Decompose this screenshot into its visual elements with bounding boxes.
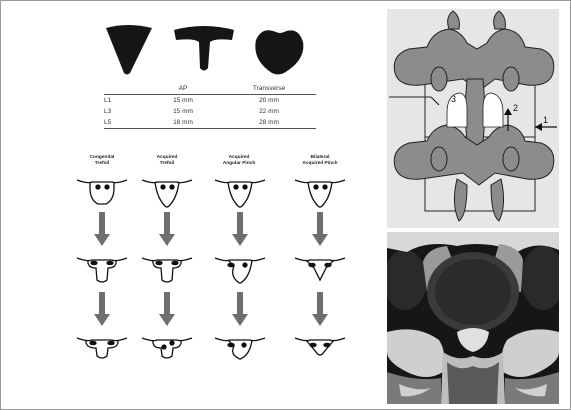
canal-diagram-acquired-trefoil-stage1 bbox=[142, 180, 192, 207]
canal-diagram-congenital-stage1 bbox=[77, 180, 127, 204]
arrow-down-icon bbox=[94, 212, 110, 246]
table-header-row: AP Transverse bbox=[104, 83, 316, 95]
canal-diagram-acquired-trefoil-stage2 bbox=[142, 258, 192, 282]
table-header-level bbox=[104, 83, 144, 95]
figure-label-1: 1 bbox=[543, 115, 548, 125]
canal-diagram-angular-pinch-stage2 bbox=[215, 258, 265, 283]
arrow-left-icon bbox=[535, 123, 542, 131]
canal-diagram-bilateral-pinch-stage3 bbox=[295, 338, 345, 355]
figure-label-2: 2 bbox=[513, 103, 518, 113]
trefoil-canal-shape bbox=[174, 26, 234, 71]
stenosis-progression-diagram bbox=[55, 172, 355, 372]
column-title-line2: Angular Pinch bbox=[204, 161, 274, 167]
arrow-down-icon bbox=[159, 212, 175, 246]
table-cell-ap: 15 mm bbox=[144, 106, 222, 117]
canal-diagram-bilateral-pinch-stage1 bbox=[295, 180, 345, 207]
mri-illustration bbox=[387, 232, 559, 404]
canal-diagram-acquired-trefoil-stage3 bbox=[142, 338, 192, 358]
table-cell-ap: 18 mm bbox=[144, 117, 222, 129]
canal-diagram-congenital-stage2 bbox=[77, 258, 127, 282]
column-title-line2: Trefoil bbox=[132, 161, 202, 167]
table-cell-transverse: 28 mm bbox=[222, 117, 316, 129]
table-row: L5 18 mm 28 mm bbox=[104, 117, 316, 129]
arrow-up-icon bbox=[504, 108, 512, 115]
table-cell-level: L3 bbox=[104, 106, 144, 117]
canal-diagram-angular-pinch-stage3 bbox=[215, 338, 265, 359]
column-title-bilateral-acquired-pinch: Bilateral Acquired Pinch bbox=[285, 155, 355, 167]
arrow-down-icon bbox=[159, 292, 175, 326]
column-title-line2: Trefoil bbox=[67, 161, 137, 167]
column-title-acquired-trefoil: Acquired Trefoil bbox=[132, 155, 202, 167]
rounded-canal-shape bbox=[255, 30, 303, 74]
table-cell-level: L1 bbox=[104, 95, 144, 107]
column-title-acquired-angular-pinch: Acquired Angular Pinch bbox=[204, 155, 274, 167]
canal-dimensions-table: AP Transverse L1 15 mm 20 mm L3 15 mm 22… bbox=[104, 83, 316, 129]
figure-label-3: 3 bbox=[451, 94, 456, 104]
triangular-canal-shape bbox=[106, 25, 152, 75]
arrow-down-icon bbox=[232, 212, 248, 246]
arrow-down-icon bbox=[232, 292, 248, 326]
canal-shape-silhouettes bbox=[100, 18, 310, 78]
table-row: L3 15 mm 22 mm bbox=[104, 106, 316, 117]
arrow-down-icon bbox=[312, 292, 328, 326]
arrow-down-icon bbox=[312, 212, 328, 246]
column-title-congenital-trefoil: Congenital Trefoil bbox=[67, 155, 137, 167]
arrow-down-icon bbox=[94, 292, 110, 326]
column-title-line2: Acquired Pinch bbox=[285, 161, 355, 167]
axial-mri-image bbox=[387, 232, 559, 404]
table-header-ap: AP bbox=[144, 83, 222, 95]
vertebra-schematic: 1 2 3 bbox=[387, 9, 559, 228]
table-cell-transverse: 20 mm bbox=[222, 95, 316, 107]
table-cell-ap: 15 mm bbox=[144, 95, 222, 107]
vertebra-schematic-panel: 1 2 3 bbox=[387, 9, 559, 228]
canal-diagram-angular-pinch-stage1 bbox=[215, 180, 265, 207]
table-cell-level: L5 bbox=[104, 117, 144, 129]
table-cell-transverse: 22 mm bbox=[222, 106, 316, 117]
canal-diagram-congenital-stage3 bbox=[77, 338, 127, 358]
table-row: L1 15 mm 20 mm bbox=[104, 95, 316, 107]
canal-diagram-bilateral-pinch-stage2 bbox=[295, 258, 345, 280]
table-header-transverse: Transverse bbox=[222, 83, 316, 95]
